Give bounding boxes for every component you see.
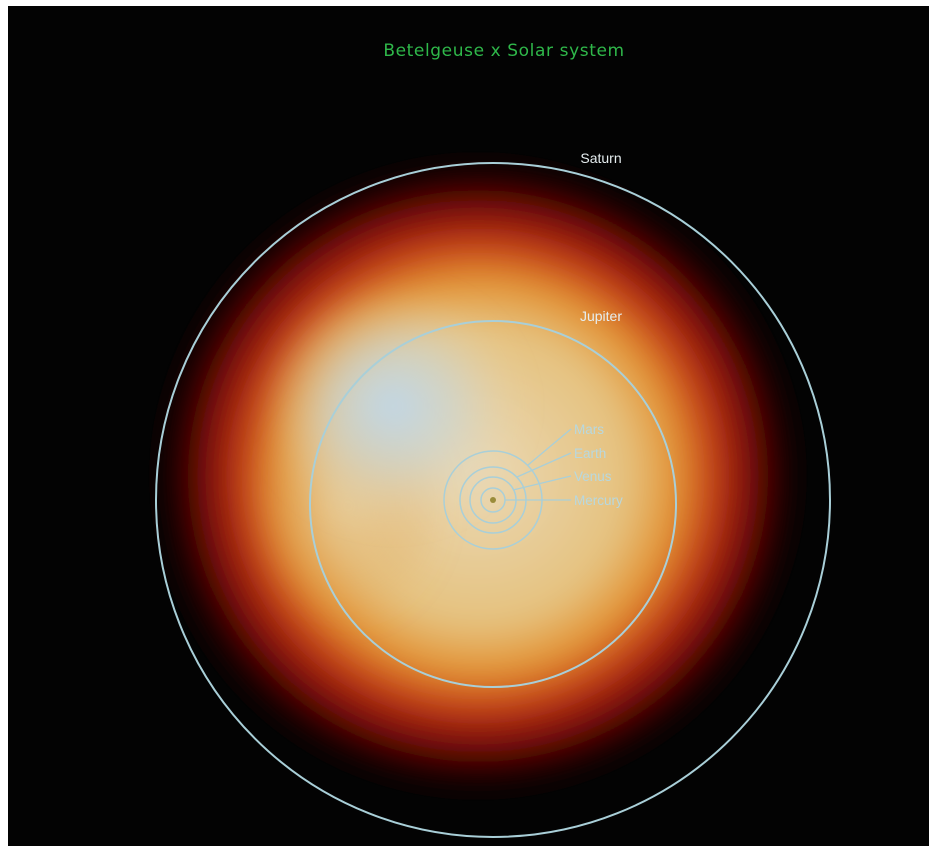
sun-dot — [490, 497, 496, 503]
betelgeuse-solar-system-diagram: Betelgeuse x Solar system Saturn Jupiter… — [148, 41, 831, 838]
venus-leader-line — [512, 475, 572, 491]
jupiter-label: Jupiter — [580, 308, 622, 324]
diagram-title: Betelgeuse x Solar system — [383, 41, 624, 61]
earth-leader-line — [516, 452, 572, 478]
jupiter-orbit — [309, 320, 677, 688]
venus-label: Venus — [574, 469, 612, 484]
mercury-label: Mercury — [574, 493, 623, 508]
image-frame: Betelgeuse x Solar system Saturn Jupiter… — [8, 6, 929, 846]
saturn-label: Saturn — [580, 150, 621, 166]
saturn-orbit — [155, 162, 831, 838]
mars-label: Mars — [574, 422, 604, 437]
mars-leader-line — [527, 428, 572, 466]
earth-label: Earth — [574, 446, 606, 461]
